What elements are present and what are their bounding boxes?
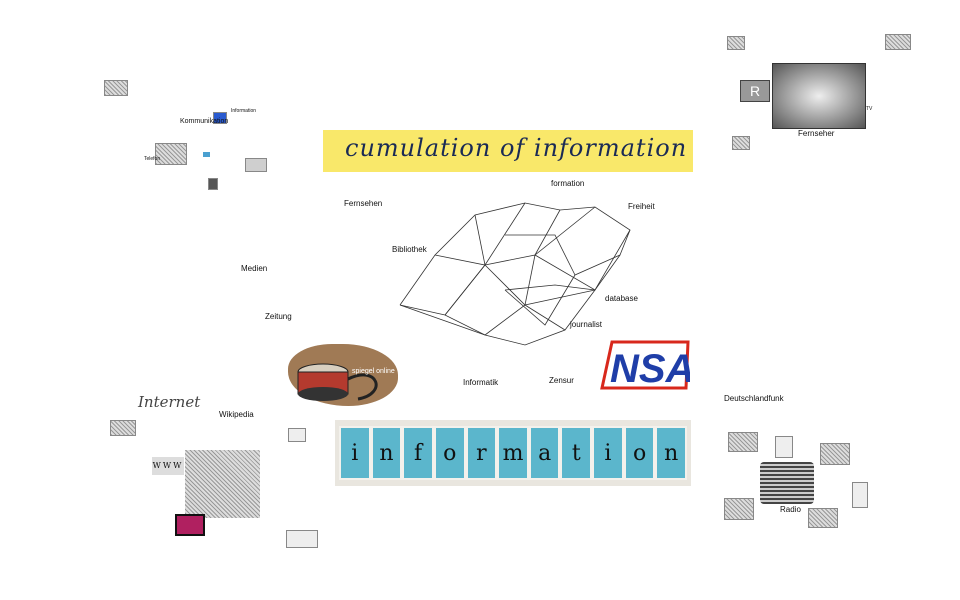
radio-image[interactable] [760, 462, 814, 504]
thumbnail [175, 514, 205, 536]
label-freiheit[interactable]: Freiheit [628, 202, 655, 211]
thumbnail [245, 158, 267, 172]
tile: i [339, 426, 371, 480]
cluster-kommunikation[interactable]: Kommunikation Information Telefon [140, 100, 300, 190]
label-internet[interactable]: Internet [138, 393, 201, 411]
label-zeitung[interactable]: Zeitung [265, 312, 292, 321]
tile: n [655, 426, 688, 480]
label-spiegel-online[interactable]: spiegel online [352, 368, 395, 375]
tile: i [592, 426, 624, 480]
network-drawing [399, 202, 631, 346]
title-banner: cumulation of information [323, 130, 693, 172]
thumbnail [203, 152, 210, 157]
label-kommunikation[interactable]: Kommunikation [180, 118, 229, 125]
thumbnail [110, 420, 136, 436]
thumbnail [208, 178, 218, 190]
label-journalist[interactable]: journalist [570, 320, 603, 329]
thumbnail [732, 136, 750, 150]
label-wikipedia[interactable]: Wikipedia [219, 410, 254, 419]
label-medien[interactable]: Medien [241, 264, 268, 273]
nsa-logo: NSA [598, 338, 694, 392]
label-fernsehen[interactable]: Fernsehen [344, 199, 383, 208]
tv-image[interactable] [772, 63, 866, 129]
tile: a [528, 426, 561, 480]
r-box: R [740, 80, 770, 102]
title-text: cumulation of information [345, 134, 688, 162]
thumbnail [728, 432, 758, 452]
label-database[interactable]: database [605, 294, 638, 303]
label-fernseher[interactable]: Fernseher [798, 129, 835, 138]
label-formation[interactable]: formation [551, 179, 585, 188]
thumbnail [213, 112, 227, 124]
drum-image: spiegel online [288, 344, 398, 406]
thumbnail [104, 80, 128, 96]
tile: m [497, 426, 529, 480]
tile: n [370, 426, 403, 480]
label-deutschlandfunk[interactable]: Deutschlandfunk [724, 394, 784, 403]
information-tiles: i n f o r m a t i o n [335, 420, 691, 486]
internet-map-image [185, 450, 260, 518]
thumbnail [724, 498, 754, 520]
label-telefon[interactable]: Telefon [144, 156, 161, 162]
svg-text:NSA: NSA [610, 347, 690, 391]
thumbnail [808, 508, 838, 528]
thumbnail [288, 428, 306, 442]
label-information[interactable]: Information [231, 108, 257, 114]
label-informatik[interactable]: Informatik [463, 378, 499, 387]
thumbnail [286, 530, 318, 548]
www-image: WWW [152, 457, 184, 475]
tile: r [465, 426, 498, 480]
thumbnail [820, 443, 850, 465]
tile: o [433, 426, 466, 480]
label-tv[interactable]: TV [866, 106, 873, 112]
tile: o [623, 426, 656, 480]
label-zensur[interactable]: Zensur [549, 376, 574, 385]
thumbnail [727, 36, 745, 50]
label-radio[interactable]: Radio [780, 505, 801, 514]
headphones-image [775, 436, 793, 458]
telefon-image [155, 143, 187, 165]
tile: f [402, 426, 434, 480]
drum-icon [297, 363, 378, 401]
label-bibliothek[interactable]: Bibliothek [392, 245, 427, 254]
headphones-image [852, 482, 868, 508]
thumbnail [885, 34, 911, 50]
tile: t [560, 426, 593, 480]
